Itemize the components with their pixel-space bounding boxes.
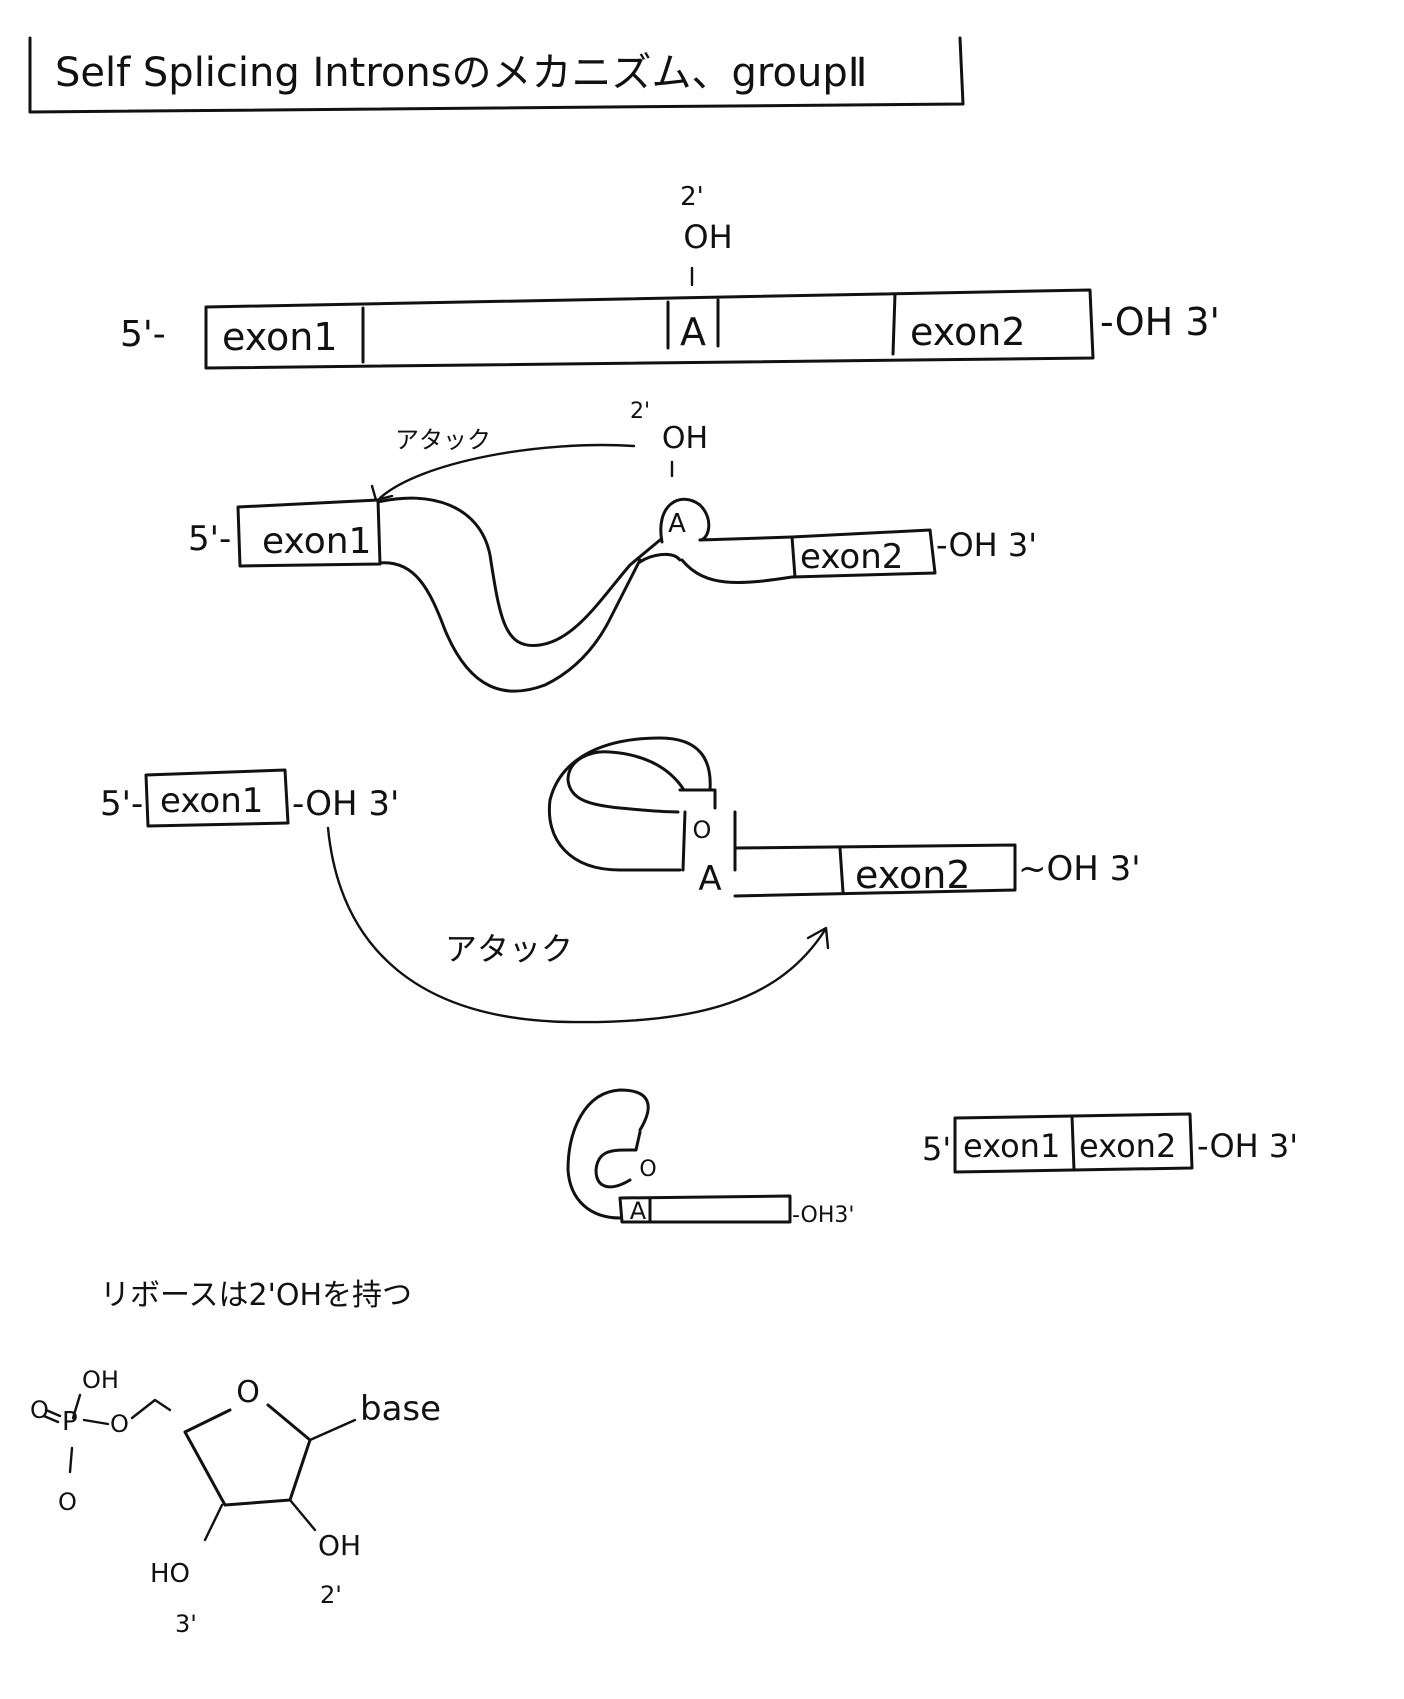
step4-intron-strand (618, 1194, 792, 1224)
step2-exon2-boundary (790, 535, 797, 579)
ribose-o-bottom: O (58, 1488, 77, 1516)
step4-lariat-inner (594, 1130, 642, 1189)
step3-tail: ~OH 3' (1018, 849, 1141, 889)
step3-lariat-end (678, 788, 717, 810)
step2-a-bulge (638, 497, 711, 564)
step4-products: O A -OH3' 5' exon1 exon2 -OH 3' (566, 1088, 1298, 1228)
step4-five-prime: 5' (922, 1130, 951, 1168)
ribose-note: リボースは2'OHを持つ (100, 1278, 412, 1313)
bond-c3-oh (203, 1503, 224, 1542)
step1-oh-label: OH (683, 218, 732, 256)
step2-exon1-label: exon1 (262, 521, 371, 562)
bond-p-oh (71, 1393, 82, 1420)
ribose-oh-right: OH (318, 1529, 361, 1562)
step1-precursor: 2' OH 5'- exon1 A exon2 -OH 3' (120, 182, 1220, 370)
bond-o-c5 (130, 1398, 172, 1420)
step4-a-label: A (630, 1197, 647, 1225)
step1-exon1-label: exon1 (222, 315, 338, 359)
step1-two-prime-label: 2' (680, 182, 704, 212)
step3-a-box (681, 810, 737, 872)
step2-a-label: A (668, 509, 686, 539)
step2-two-prime-label: 2' (630, 399, 650, 424)
ribose-o-link: O (110, 1410, 129, 1438)
step2-intron-upper (376, 496, 662, 648)
bond-p-o (82, 1418, 110, 1426)
step3-three-prime: -OH 3' (292, 784, 399, 824)
bond-p-double-o (42, 1408, 62, 1424)
ribose-structure: OH O P O O O base HO 3' OH 2' (30, 1366, 441, 1638)
step4-exon-junction (1070, 1114, 1076, 1172)
ribose-two-prime: 2' (320, 1581, 342, 1609)
step4-o-label: O (639, 1157, 656, 1182)
step1-rna-strand (204, 288, 1095, 370)
step3-exon1-box (144, 768, 290, 828)
ribose-oh-top: OH (82, 1366, 119, 1394)
step4-tail: -OH3' (792, 1203, 854, 1228)
ribose-ring-o: O (236, 1375, 260, 1410)
step4-exon1-label: exon1 (963, 1127, 1060, 1165)
step2-three-prime: -OH 3' (936, 526, 1037, 564)
step2-attack-label: アタック (395, 426, 491, 454)
step1-branch-a-box (666, 298, 720, 350)
step2-intron-lower (378, 558, 642, 693)
step3-o-label: O (693, 816, 712, 844)
bond-c1-base (308, 1418, 357, 1442)
step2-exon2-strand (680, 528, 937, 585)
step4-ligated-exons (953, 1112, 1194, 1174)
step3-attack-arrow (326, 826, 827, 1024)
ribose-p: P (62, 1407, 78, 1437)
step3-attack-label: アタック (445, 930, 573, 968)
step3-exon2-strand (733, 843, 1017, 898)
ribose-ho: HO (150, 1559, 190, 1589)
step4-exon2-label: exon2 (1079, 1127, 1176, 1165)
bond-p-o-bottom (68, 1446, 74, 1474)
step3-attack-arrowhead (806, 926, 830, 950)
step1-three-prime: -OH 3' (1100, 300, 1220, 344)
step3-five-prime: 5'- (100, 784, 143, 824)
step2-attack-arrow (378, 443, 636, 500)
step1-exon2-boundary (891, 292, 897, 356)
step2-attack: アタック 2' OH 5'- exon1 A exon2 -OH 3' (188, 399, 1037, 693)
step4-lariat-outer (566, 1088, 650, 1220)
ribose-three-prime: 3' (175, 1610, 197, 1638)
step3-exon2-label: exon2 (855, 853, 971, 897)
step4-three-prime: -OH 3' (1197, 1127, 1298, 1165)
step2-oh-label: OH (662, 421, 708, 456)
title-text: Self Splicing Intronsのメカニズム、groupⅡ (55, 50, 867, 96)
bond-c2-oh (288, 1498, 317, 1532)
step3-exon2-boundary (838, 846, 845, 894)
title-box: Self Splicing Intronsのメカニズム、groupⅡ (28, 36, 965, 114)
step3-ligation: 5'- exon1 -OH 3' アタック O A exon2 ~OH 3' (100, 736, 1141, 1024)
step2-exon2-label: exon2 (800, 537, 903, 577)
step3-lariat-inner (566, 750, 686, 814)
step1-exon2-label: exon2 (910, 310, 1026, 354)
step3-a-label: A (698, 859, 721, 899)
step2-attack-arrowhead (370, 484, 394, 502)
ribose-base: base (360, 1389, 441, 1429)
ribose-ring (183, 1403, 312, 1507)
step2-five-prime: 5'- (188, 519, 231, 559)
step3-exon1-label: exon1 (160, 781, 263, 821)
step1-five-prime: 5'- (120, 314, 166, 355)
step3-lariat-outer (547, 736, 712, 872)
step1-a-label: A (680, 310, 706, 354)
